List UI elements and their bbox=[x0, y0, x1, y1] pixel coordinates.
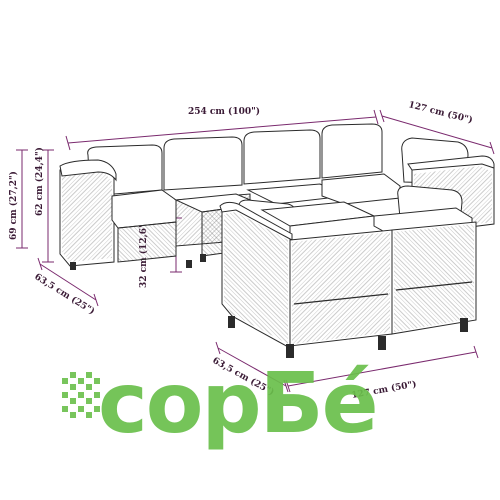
corner-left-weave bbox=[224, 212, 288, 344]
total-height-label: 69 cm (27,2") bbox=[8, 171, 19, 240]
depth-right-label: 127 cm (50") bbox=[407, 99, 474, 126]
leg bbox=[186, 260, 192, 268]
dimension-seat-depth: 63,5 cm (25") bbox=[32, 257, 99, 317]
corner-left-top bbox=[219, 201, 293, 241]
corner-front-weave-2 bbox=[394, 224, 474, 332]
leg bbox=[460, 318, 468, 332]
leg bbox=[70, 262, 76, 270]
right-armrest-top bbox=[407, 155, 495, 171]
leg bbox=[286, 344, 294, 358]
corner-front-weave-1 bbox=[292, 232, 390, 344]
frame-rail bbox=[293, 293, 389, 305]
sofa-corner-front bbox=[219, 185, 477, 358]
leg bbox=[200, 254, 206, 262]
left-armrest-top bbox=[59, 159, 117, 182]
seat-height-label: 62 cm (24,4") bbox=[34, 147, 45, 216]
leg bbox=[378, 336, 386, 350]
width-label: 254 cm (100") bbox=[188, 106, 260, 117]
seat-cushion-1 bbox=[111, 189, 177, 229]
dimension-total-height: 69 cm (27,2") bbox=[8, 149, 28, 249]
frame-rail bbox=[395, 281, 473, 291]
back-cushion-4 bbox=[321, 123, 383, 179]
seat-base-1 bbox=[117, 221, 177, 263]
watermark-logo-icon bbox=[62, 372, 100, 418]
dimension-width-top: 254 cm (100") bbox=[65, 106, 379, 151]
dimension-seat-height: 62 cm (24,4") bbox=[34, 147, 54, 263]
watermark: copБé bbox=[62, 354, 379, 452]
seat-cushion-4 bbox=[321, 173, 401, 205]
left-armrest-weave bbox=[62, 172, 112, 262]
back-cushion-2 bbox=[163, 136, 243, 191]
watermark-brand-text: copБé bbox=[98, 354, 377, 452]
back-cushion-3 bbox=[243, 129, 321, 185]
leg bbox=[228, 316, 235, 328]
